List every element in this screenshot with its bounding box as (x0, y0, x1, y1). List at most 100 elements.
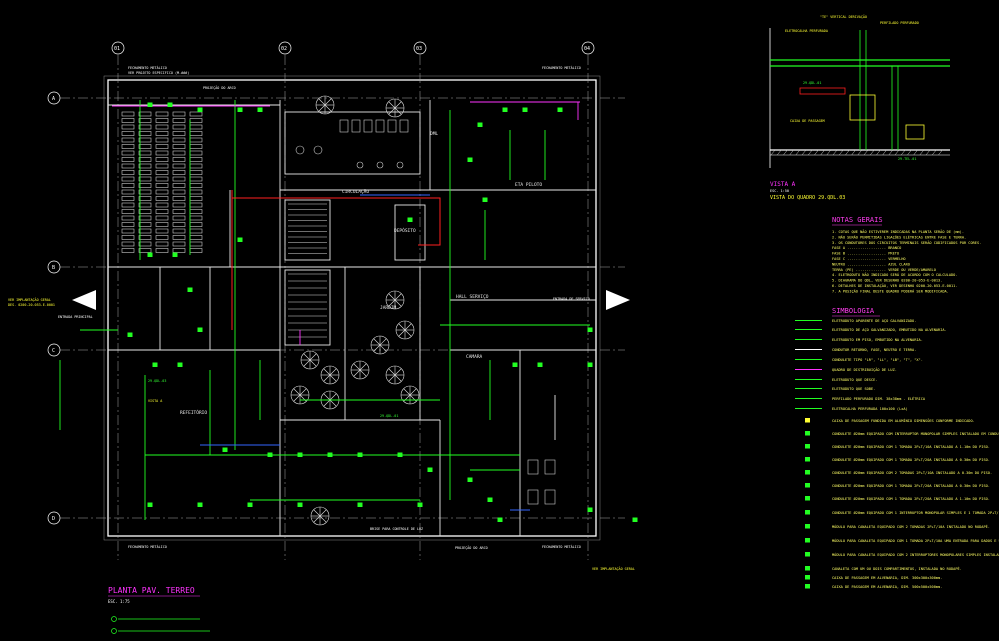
symbol-marker (805, 483, 810, 488)
symbol-row: CONDULETE Ø20mm EQUIPADO COM INTERRUPTOR… (805, 431, 999, 436)
seat-row (121, 183, 135, 188)
symbol-label: CONDULETE Ø20mm EQUIPADO COM INTERRUPTOR… (832, 431, 999, 436)
room-eta: ETA PILOTO (515, 182, 542, 188)
seat-row (121, 163, 135, 169)
device-marker (257, 107, 263, 112)
seat-row (121, 170, 135, 175)
axis-labels: 01 02 03 04 A B C D (52, 46, 590, 522)
label-fechamento-br: FECHAMENTO METÁLICO (542, 544, 581, 549)
symbol-marker (805, 524, 810, 529)
seat-row (189, 196, 203, 201)
seat-row (121, 215, 135, 221)
seat-row (155, 189, 169, 195)
label-vista-a: VISTA A (148, 399, 162, 403)
label-quadro: 29.QDL.01 (380, 414, 398, 418)
device-marker (297, 452, 303, 457)
symbol-label: ELETRODUTO DE AÇO GALVANIZADO, EMBUTIDO … (832, 328, 947, 332)
device-marker (297, 502, 303, 507)
seat-row (155, 131, 169, 136)
seat-row (121, 189, 135, 195)
symbol-row: PERFILADO PERFURADO DIM. 38x38mm - ELÉTR… (795, 396, 926, 401)
device-marker (197, 327, 203, 332)
detail-label-perfilado: PERFILADO PERFURADO (880, 21, 919, 25)
seat-row (155, 170, 169, 175)
seat-row (138, 144, 152, 149)
seat-row (155, 157, 169, 162)
seat-row (172, 111, 186, 117)
seat-row (189, 241, 203, 247)
room-camara: CAMARA (466, 354, 483, 360)
seat-row (172, 118, 186, 123)
device-marker (502, 107, 508, 112)
symbol-label: CONDULETE TIPO "LR", "LL", "LB", "T", "X… (832, 358, 923, 362)
label-ver-implantacao-left: VER IMPLANTAÇÃO GERAL (8, 297, 51, 302)
detail-view (769, 28, 950, 168)
note-item: 2. NÃO SERÃO PERMITIDAS LIGAÇÕES ELÉTRIC… (832, 234, 966, 239)
symbol-label: MÓDULO PARA CANALETA EQUIPADO COM 1 TOMA… (832, 538, 999, 543)
plant-icon (350, 360, 370, 380)
floor-plan (47, 41, 638, 560)
label-projecao-arco-bottom: PROJEÇÃO DO ARCO (455, 545, 488, 550)
symbol-row: ELETROCALHA PERFURADA 100x100 (LxA) (795, 407, 908, 411)
detail-label-te: "TE" VERTICAL DERIVAÇÃO (820, 14, 867, 19)
seat-row (138, 111, 152, 117)
seating-rows (121, 111, 203, 253)
label-fechamento-tr: FECHAMENTO METÁLICO (542, 65, 581, 70)
entry-arrow-right (606, 290, 630, 310)
seat-row (138, 209, 152, 214)
symbol-label: ELETRODUTO EM PISO, EMBUTIDO NA ALVENARI… (832, 338, 923, 342)
device-marker (267, 452, 273, 457)
plan-title: PLANTA PAV. TERREO (108, 586, 195, 595)
device-marker (327, 452, 333, 457)
device-marker (407, 217, 413, 222)
seat-row (138, 118, 152, 123)
detail-subtitle: VISTA DO QUADRO 29.QDL.03 (770, 195, 845, 201)
seat-row (189, 163, 203, 169)
entry-arrow-left (72, 290, 96, 310)
symbol-label: CONDULETE Ø20mm EQUIPADO COM 1 TOMADA 2P… (832, 457, 990, 462)
seat-row (189, 235, 203, 240)
device-marker (537, 362, 543, 367)
label-fechamento-bl: FECHAMENTO METÁLICO (128, 544, 167, 549)
device-marker (477, 122, 483, 127)
note-item: 6. DETALHES DE INSTALAÇÃO, VER DESENHO 0… (832, 283, 958, 288)
seat-row (189, 118, 203, 123)
seat-row (138, 176, 152, 182)
seat-row (155, 196, 169, 201)
toilet-fixtures (295, 119, 556, 505)
symbol-label: QUADRO DE DISTRIBUIÇÃO DE LUZ. (832, 367, 897, 372)
seat-row (155, 176, 169, 182)
note-item: 1. COTAS QUE NÃO ESTIVEREM INDICADAS NA … (832, 229, 964, 234)
note-item: NEUTRO .................. AZUL CLARO (832, 262, 910, 266)
axis-col-3: 03 (416, 46, 422, 52)
seat-row (189, 170, 203, 175)
seat-row (155, 209, 169, 214)
symbol-row: CONDULETE TIPO "LR", "LL", "LB", "T", "X… (795, 358, 923, 362)
axis-row-b: B (52, 265, 55, 271)
device-marker (237, 107, 243, 112)
seat-row (172, 170, 186, 175)
note-item: 3. OS CONDUTORES DOS CIRCUITOS TERMINAIS… (832, 240, 981, 245)
device-marker (587, 327, 593, 332)
symbol-row: CONDULETE Ø20mm EQUIPADO COM 1 TOMADA 2P… (805, 496, 990, 501)
seat-row (121, 137, 135, 143)
seat-row (121, 124, 135, 130)
seat-row (138, 163, 152, 169)
seat-row (138, 222, 152, 227)
seat-row (121, 241, 135, 247)
device-marker (512, 362, 518, 367)
symbol-marker (805, 496, 810, 501)
notes-title: NOTAS GERAIS (832, 216, 883, 224)
seat-row (189, 176, 203, 182)
seat-row (155, 111, 169, 117)
symbol-row: ELETRODUTO APARENTE DE AÇO GALVANIZADO. (795, 319, 916, 323)
seat-row (172, 176, 186, 182)
label-quadro-2: 29.QDL.03 (148, 379, 166, 383)
seat-row (155, 202, 169, 208)
symbol-label: MÓDULO PARA CANALETA EQUIPADO COM 2 INTE… (832, 552, 999, 557)
note-item: 4. ELETRODUTO NÃO INDICADO SERÁ DE ACORD… (832, 272, 958, 277)
seat-row (138, 170, 152, 175)
seat-row (189, 209, 203, 214)
seat-row (189, 183, 203, 188)
